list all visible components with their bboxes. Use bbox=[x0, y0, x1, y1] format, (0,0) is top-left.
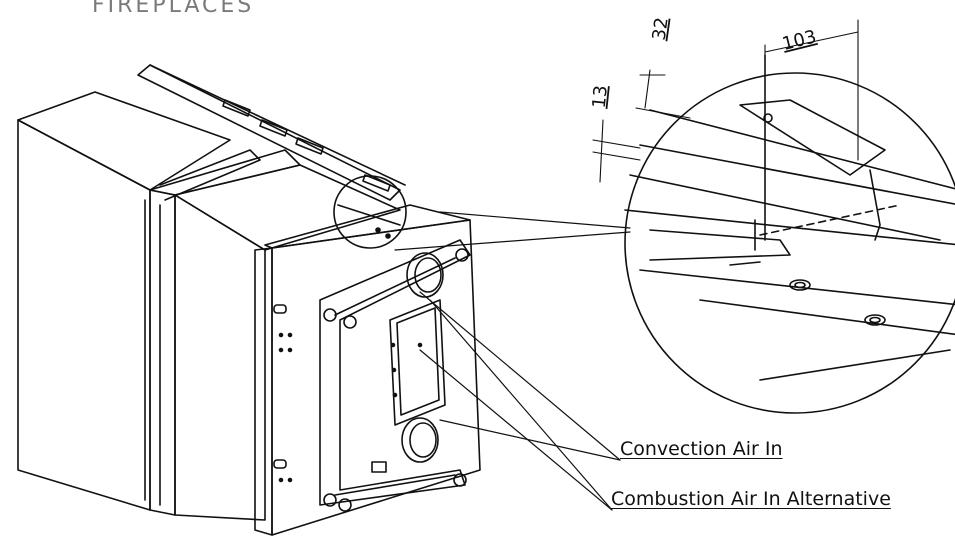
detail-hole bbox=[375, 227, 381, 233]
dim-32-line bbox=[644, 69, 651, 109]
detail-edge bbox=[337, 204, 401, 226]
post-hole bbox=[287, 477, 293, 483]
post-hole bbox=[278, 347, 284, 353]
middle-sleeve-top bbox=[149, 149, 301, 196]
detail-magnified bbox=[624, 54, 955, 414]
callout-combustion-air-alternative: Combustion Air In Alternative bbox=[611, 488, 891, 510]
dim-103-line bbox=[764, 31, 859, 53]
top-rail bbox=[137, 64, 401, 201]
front-frame-top bbox=[264, 204, 471, 249]
detail-circle-large bbox=[624, 72, 955, 414]
dimension-label-32: 32 bbox=[649, 16, 673, 42]
inner-section bbox=[174, 194, 266, 521]
callout-leaders bbox=[394, 211, 631, 511]
detail-rail bbox=[629, 174, 941, 241]
post-slot bbox=[273, 304, 287, 314]
front-left-post bbox=[254, 247, 273, 536]
plate-bolt bbox=[390, 342, 396, 348]
detail-rail bbox=[699, 299, 955, 336]
callout-convection-air-in: Convection Air In bbox=[620, 438, 783, 460]
top-slot bbox=[295, 137, 324, 155]
plate-bolt bbox=[391, 367, 397, 373]
leader-convection bbox=[419, 291, 621, 461]
detail-rail bbox=[639, 144, 955, 205]
rear-box-front bbox=[17, 119, 151, 511]
bracket-foot bbox=[338, 498, 352, 512]
inner-section-top bbox=[174, 164, 401, 251]
bracket-foot bbox=[455, 248, 469, 262]
air-spigot-upper-inner bbox=[414, 257, 442, 293]
leader-detail bbox=[394, 231, 631, 251]
detail-screw bbox=[763, 113, 773, 123]
access-plate-inner bbox=[396, 307, 440, 416]
bracket-foot bbox=[323, 493, 337, 507]
post-hole bbox=[287, 332, 293, 338]
top-slot bbox=[259, 119, 288, 137]
access-plate bbox=[389, 299, 446, 426]
bracket-foot bbox=[343, 315, 357, 329]
leader-detail bbox=[439, 211, 631, 229]
plate-bolt bbox=[392, 392, 398, 398]
post-hole bbox=[287, 347, 293, 353]
dim-13-ext bbox=[592, 151, 641, 161]
middle-sleeve bbox=[149, 189, 176, 516]
top-slot bbox=[222, 99, 251, 117]
detail-hole-large bbox=[789, 279, 811, 291]
dimension-label-13: 13 bbox=[589, 84, 612, 109]
detail-rail bbox=[649, 109, 955, 190]
rear-box-top bbox=[17, 91, 231, 191]
rear-bracket-inner bbox=[334, 474, 456, 496]
detail-lip bbox=[729, 261, 761, 266]
bracket-foot bbox=[323, 308, 337, 322]
dim-32-ext bbox=[635, 107, 691, 119]
detail-hole-large bbox=[864, 314, 886, 326]
detail-panel bbox=[739, 99, 886, 176]
dim-13-line bbox=[599, 119, 604, 183]
detail-hole bbox=[385, 233, 391, 239]
detail-rail bbox=[759, 349, 951, 381]
post-hole bbox=[278, 332, 284, 338]
dimension-label-103: 103 bbox=[780, 26, 818, 55]
dimension-lines bbox=[592, 19, 859, 183]
dim-13-ext bbox=[592, 139, 641, 149]
top-rail-edge bbox=[149, 64, 406, 186]
bracket-foot bbox=[453, 473, 467, 487]
lower-tab bbox=[371, 461, 387, 473]
plate-bolt bbox=[417, 342, 423, 348]
detail-hole-large-inner bbox=[794, 281, 806, 289]
detail-circle-small bbox=[333, 175, 407, 249]
side-rail bbox=[159, 149, 261, 201]
top-slot bbox=[362, 174, 391, 192]
post-slot bbox=[273, 459, 287, 469]
air-spigot-lower bbox=[401, 417, 439, 463]
leader-combustion bbox=[429, 299, 613, 511]
air-spigot-lower-inner bbox=[409, 422, 437, 458]
leader-convection bbox=[439, 419, 621, 461]
leader-combustion bbox=[419, 349, 613, 511]
detail-rail bbox=[624, 209, 955, 246]
header-brand-text: FIREPLACES bbox=[92, 0, 255, 18]
detail-hole-large-inner bbox=[869, 316, 881, 324]
detail-lip bbox=[869, 169, 881, 241]
fireplace-body bbox=[17, 64, 481, 536]
air-spigot-upper bbox=[406, 252, 444, 298]
detail-lip bbox=[649, 229, 791, 261]
post-hole bbox=[278, 477, 284, 483]
rear-bracket-inner bbox=[334, 257, 456, 316]
